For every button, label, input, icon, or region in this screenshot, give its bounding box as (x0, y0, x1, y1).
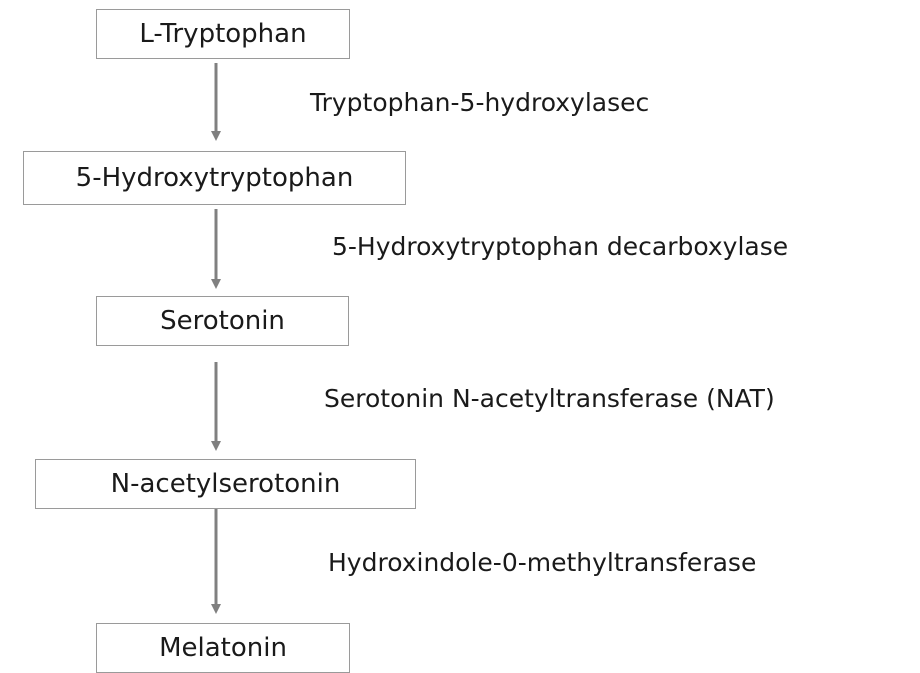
compound-box-melatonin: Melatonin (96, 623, 350, 673)
compound-box-n-acetylserotonin: N-acetylserotonin (35, 459, 416, 509)
compound-box-serotonin: Serotonin (96, 296, 349, 346)
enzyme-label-5-hydroxytryptophan-decarboxylase: 5-Hydroxytryptophan decarboxylase (332, 232, 789, 261)
compound-box-l-tryptophan: L-Tryptophan (96, 9, 350, 59)
compound-label: L-Tryptophan (139, 19, 307, 49)
compound-label: 5-Hydroxytryptophan (75, 163, 354, 193)
enzyme-label-serotonin-n-acetyltransferase: Serotonin N-acetyltransferase (NAT) (324, 384, 775, 413)
compound-label: N-acetylserotonin (110, 469, 341, 499)
compound-box-5-hydroxytryptophan: 5-Hydroxytryptophan (23, 151, 406, 205)
enzyme-label-tryptophan-5-hydroxylase: Tryptophan-5-hydroxylasec (310, 88, 650, 117)
compound-label: Serotonin (160, 306, 285, 336)
compound-label: Melatonin (159, 633, 287, 663)
enzyme-label-hydroxindole-o-methyltransferase: Hydroxindole-0-methyltransferase (328, 548, 757, 577)
